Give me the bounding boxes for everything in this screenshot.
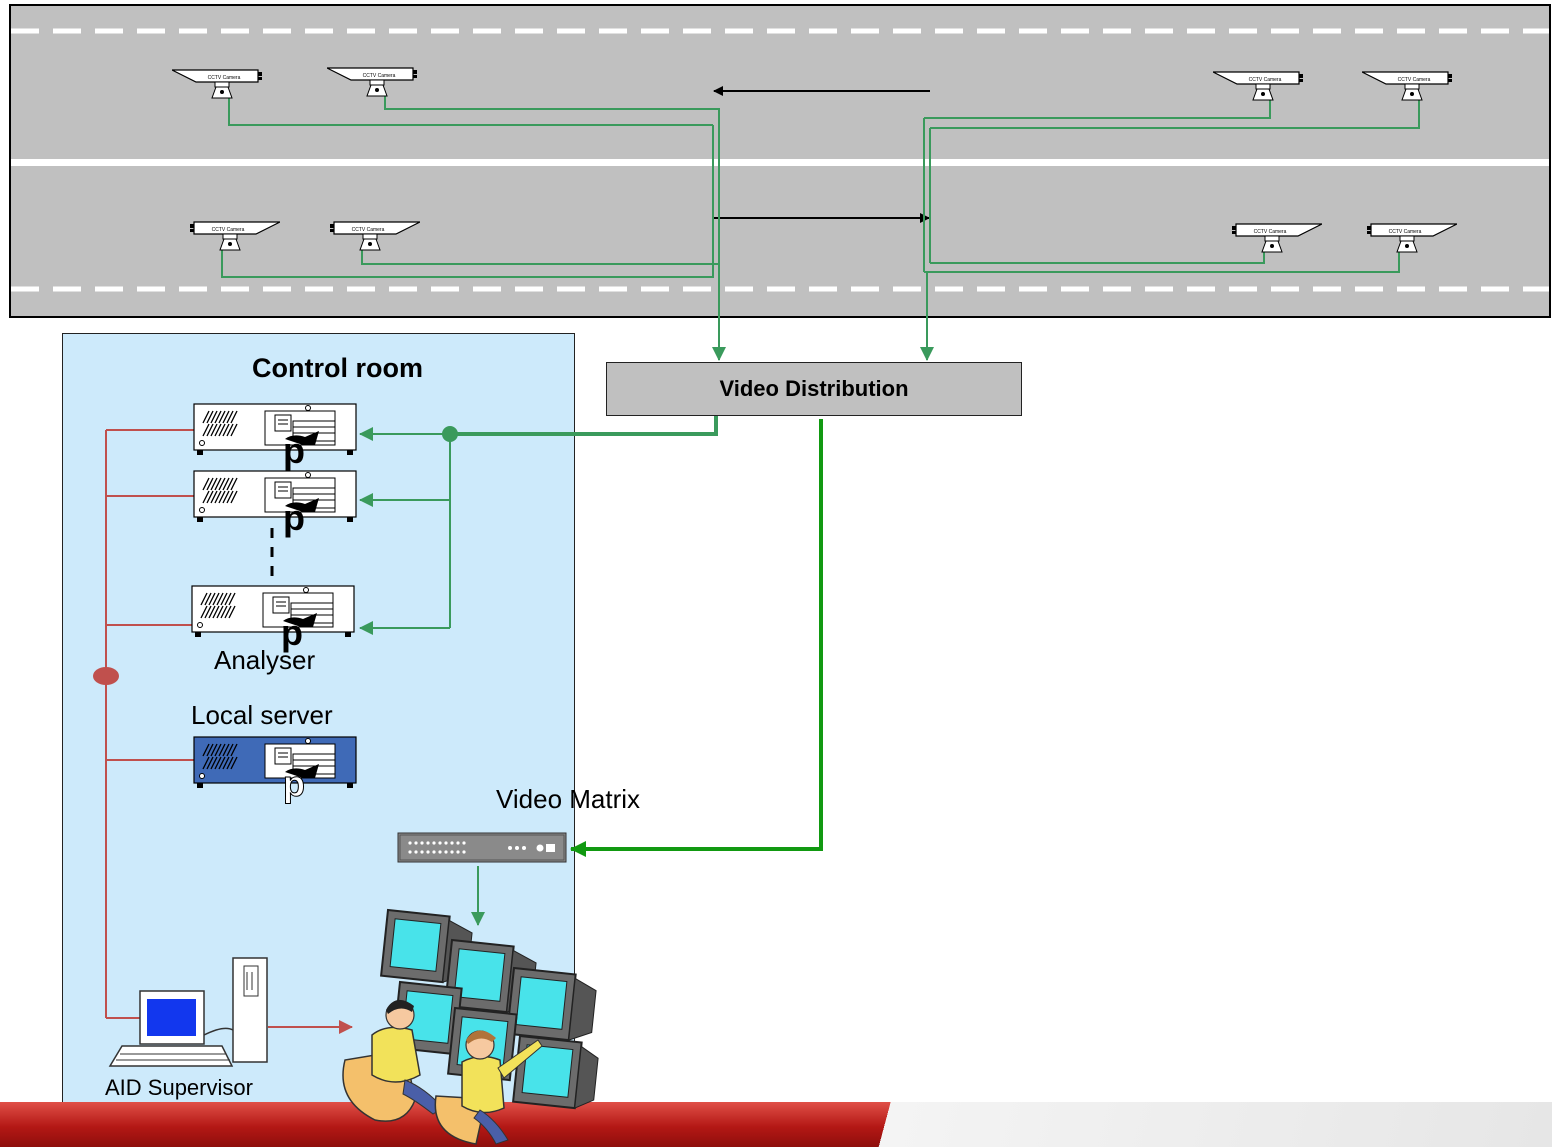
camera-feeds-right [923,98,1420,273]
network-hub-node [93,667,119,685]
cctv-camera-icon: CCTV Camera [1213,71,1304,101]
matrix-feed-link [600,419,823,851]
operator-icon [434,1030,543,1145]
camera-feeds-left [221,94,720,360]
cctv-camera-icon: CCTV Camera [1231,223,1322,253]
analyser-badge: p [281,612,303,653]
camera-label: CCTV Camera [208,75,241,81]
analyser-badge: p [283,497,305,538]
camera-label: CCTV Camera [1254,229,1287,235]
camera-label: CCTV Camera [1249,77,1282,83]
local-server-badge: p [283,763,306,804]
analyser-label: Analyser [214,645,316,675]
camera-label: CCTV Camera [212,227,245,233]
analyser-server-icon [193,403,357,456]
local-server-icon [193,736,357,789]
cctv-camera-icon: CCTV Camera [327,67,418,97]
cctv-camera-icon: CCTV Camera [1366,223,1457,253]
cctv-camera-icon: CCTV Camera [329,221,420,251]
camera-label: CCTV Camera [1398,77,1431,83]
video-distribution-box: Video Distribution [606,362,1022,416]
cctv-camera-icon: CCTV Camera [172,69,263,99]
cctv-camera-icon: CCTV Camera [189,221,280,251]
footer-logo-area [870,1102,1552,1147]
analyser-server-icon [193,470,357,523]
control-room-title: Control room [252,353,423,383]
road-median-line [11,159,1549,166]
camera-label: CCTV Camera [352,227,385,233]
analyser-feed-links [359,416,718,635]
camera-label: CCTV Camera [1389,229,1422,235]
cctv-camera-icon: CCTV Camera [1362,71,1453,101]
camera-label: CCTV Camera [363,73,396,79]
network-bus [105,429,195,1019]
workstation-icon [108,957,268,1067]
analyser-badge: p [283,430,305,471]
operator-icon [342,999,444,1122]
video-matrix-icon [397,832,567,863]
analyser-server-icon [191,585,355,638]
local-server-label: Local server [191,700,333,730]
aid-supervisor-label: AID Supervisor [105,1075,253,1100]
video-matrix-label: Video Matrix [496,784,641,814]
